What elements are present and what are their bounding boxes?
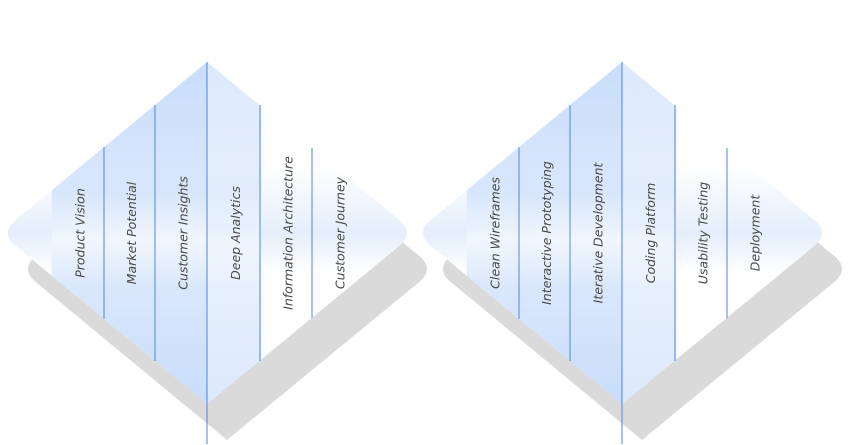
stage-label: Deep Analytics	[228, 186, 243, 280]
diamond-fill-blue-right	[622, 62, 677, 404]
stage-label: Usability Testing	[696, 182, 711, 285]
stage-label: Clean Wireframes	[488, 177, 503, 289]
stage-labels: Product Vision Market Potential Customer I…	[73, 156, 763, 310]
stage-label: Iterative Development	[591, 162, 606, 304]
stage-label: Product Vision	[73, 188, 88, 278]
stage-label: Customer Insights	[176, 176, 191, 290]
stage-label: Information Architecture	[281, 156, 296, 310]
stage-label: Interactive Prototyping	[539, 161, 554, 305]
stage-label: Coding Platform	[643, 183, 658, 284]
stage-label: Customer Journey	[333, 176, 348, 289]
stage-dividers	[103, 62, 728, 444]
stage-label: Deployment	[748, 194, 763, 272]
diamond-fill-blue-right	[207, 62, 262, 404]
stage-label: Market Potential	[124, 181, 139, 284]
